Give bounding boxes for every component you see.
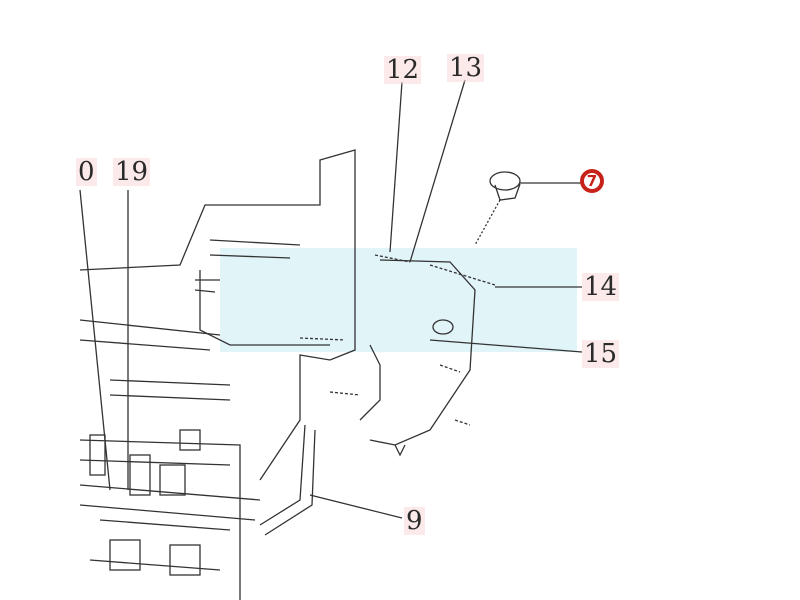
callout-12: 12 xyxy=(384,55,422,85)
callout-0: 0 xyxy=(76,157,97,187)
callout-19: 19 xyxy=(113,157,151,187)
callout-15: 15 xyxy=(582,339,620,369)
callout-13: 13 xyxy=(447,53,485,83)
callout-14: 14 xyxy=(582,272,620,302)
highlight-region xyxy=(220,248,577,352)
callout-9: 9 xyxy=(404,506,425,536)
callout-7-highlighted[interactable]: 7 xyxy=(580,169,604,193)
